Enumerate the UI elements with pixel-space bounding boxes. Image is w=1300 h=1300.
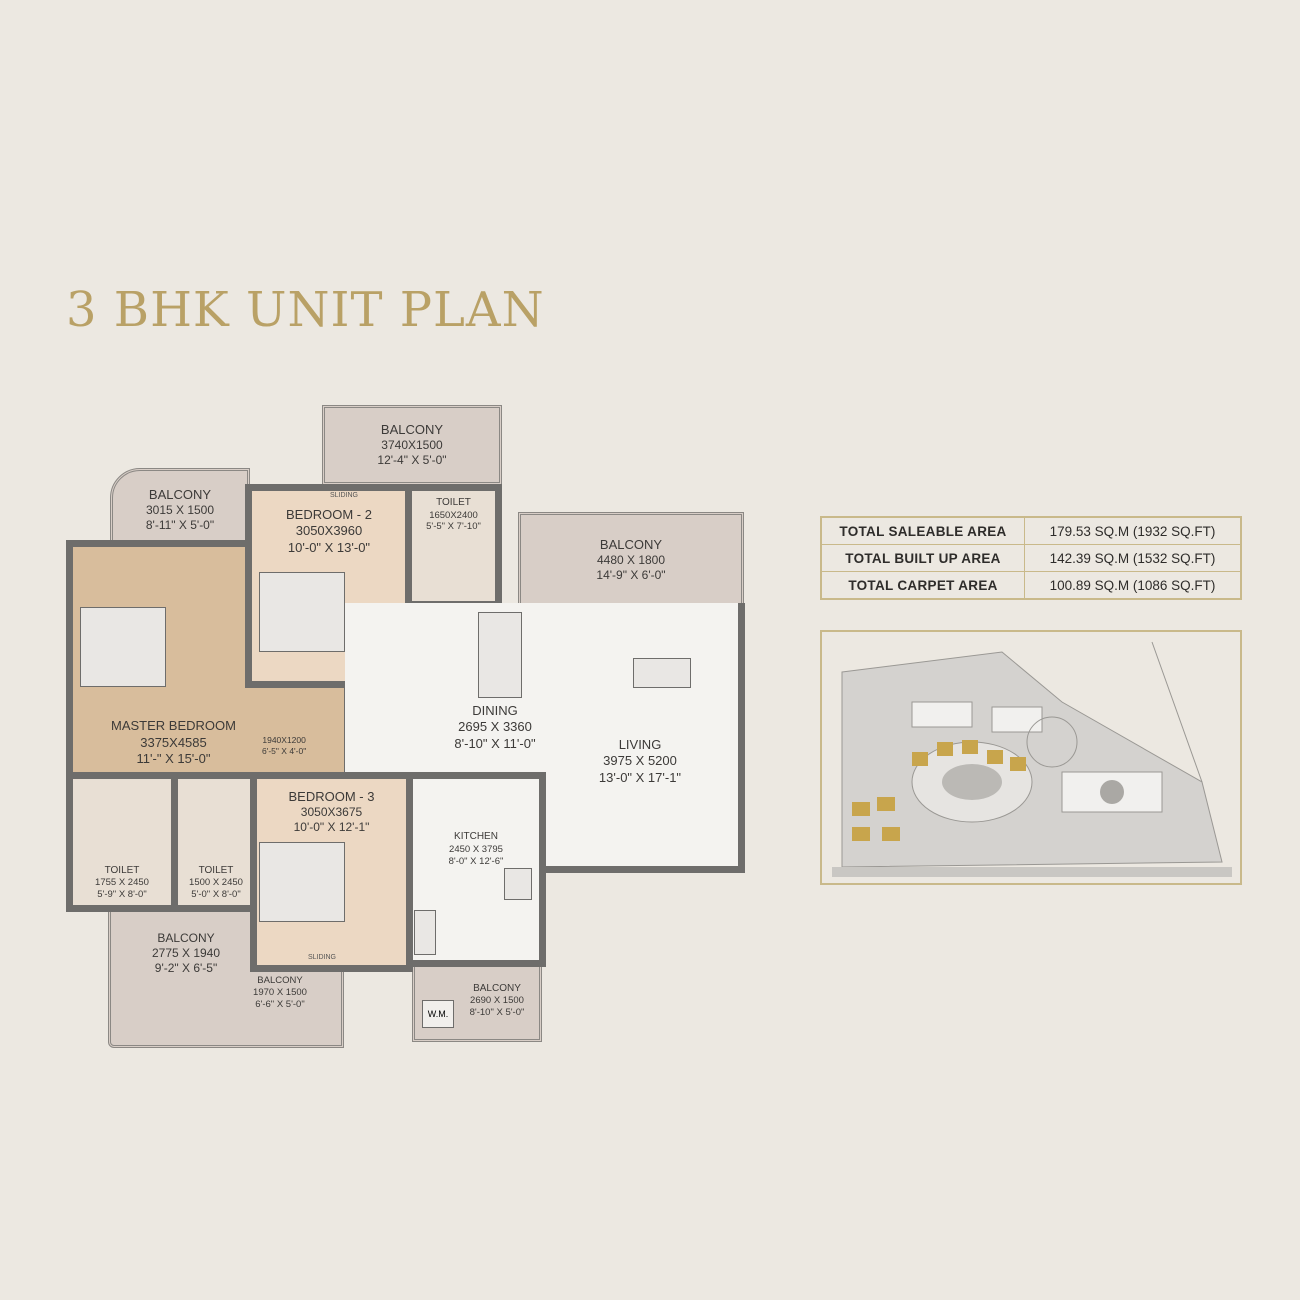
room-mm: 3050X3960: [295, 523, 363, 539]
site-plan-image: [832, 641, 1232, 877]
room-ft: 6'-6" X 5'-0": [255, 998, 305, 1010]
dining-label: DINING 2695 X 3360 8'-10" X 11'-0": [420, 703, 570, 752]
toilet-top: TOILET 1650X2400 5'-5" X 7'-10": [405, 484, 502, 608]
bed-icon: [259, 572, 345, 652]
area-value: 179.53 SQ.M (1932 SQ.FT): [1024, 516, 1242, 545]
room-name: MASTER BEDROOM: [111, 718, 236, 734]
room-ft: 5'-0" X 8'-0": [191, 889, 241, 901]
room-name: BALCONY: [157, 931, 215, 945]
room-name: BALCONY: [473, 982, 521, 994]
room-name: LIVING: [618, 737, 662, 752]
room-name: BALCONY: [599, 536, 663, 552]
room-mm: 1650X2400: [429, 509, 478, 521]
room-ft: 6'-5" X 4'-0": [262, 746, 307, 757]
room-ft: 10'-0" X 13'-0": [287, 539, 371, 555]
sliding-label: SLIDING: [308, 954, 337, 961]
room-ft: 11'-" X 15'-0": [136, 750, 211, 766]
sink-icon: [414, 910, 436, 955]
room-mm: 1940X1200: [262, 735, 306, 745]
stove-icon: [504, 868, 532, 900]
room-ft: 8'-10" X 5'-0": [469, 1007, 525, 1019]
page-title: 3 BHK UNIT PLAN: [66, 282, 545, 338]
room-name: DINING: [472, 703, 518, 718]
room-ft: 8'-10" X 11'-0": [454, 735, 536, 751]
room-mm: 3050X3675: [300, 805, 363, 820]
balcony-top: BALCONY 3740X1500 12'-4" X 5'-0": [322, 405, 502, 485]
room-mm: 2450 X 3795: [449, 843, 503, 855]
room-mm: 3015 X 1500: [145, 503, 215, 518]
room-name: TOILET: [198, 864, 234, 876]
area-value: 142.39 SQ.M (1532 SQ.FT): [1024, 544, 1242, 572]
sliding-label: SLIDING: [330, 492, 359, 499]
room-name: BALCONY: [148, 486, 212, 502]
room-ft: 12'-4" X 5'-0": [377, 453, 447, 468]
room-ft: 13'-0" X 17'-1": [598, 769, 682, 785]
toilet-1: TOILET 1755 X 2450 5'-9" X 8'-0": [66, 772, 178, 912]
room-ft: 14'-9" X 6'-0": [596, 568, 666, 583]
room-ft: 9'-2" X 6'-5": [154, 961, 218, 975]
room-name: TOILET: [436, 497, 471, 508]
area-label: TOTAL SALEABLE AREA: [820, 516, 1025, 545]
room-name: BEDROOM - 2: [286, 507, 372, 522]
dining-table: [478, 612, 522, 698]
room-mm: 4480 X 1800: [596, 553, 666, 568]
room-mm: 3375X4585: [140, 734, 207, 750]
toilet-2: TOILET 1500 X 2450 5'-0" X 8'-0": [171, 772, 261, 912]
room-name: KITCHEN: [454, 831, 498, 843]
room-mm: 2775 X 1940: [151, 946, 221, 960]
room-ft: 5'-9" X 8'-0": [97, 889, 147, 901]
room-name: BALCONY: [380, 421, 444, 437]
room-name: BALCONY: [257, 975, 303, 986]
room-name: TOILET: [104, 864, 140, 876]
balcony-bottom-middle: BALCONY 1970 X 1500 6'-6" X 5'-0": [240, 975, 320, 1045]
area-label: TOTAL BUILT UP AREA: [820, 544, 1025, 572]
room-ft: 10'-0" X 12'-1": [293, 820, 370, 835]
room-mm: 1755 X 2450: [95, 877, 149, 889]
washing-machine: W.M.: [422, 1000, 454, 1028]
bed-icon: [80, 607, 166, 687]
dress-area: 1940X1200 6'-5" X 4'-0": [262, 735, 306, 757]
room-mm: 3975 X 5200: [603, 753, 677, 769]
room-mm: 2690 X 1500: [470, 995, 524, 1007]
room-ft: 5'-5" X 7'-10": [426, 521, 481, 533]
area-label: TOTAL CARPET AREA: [820, 571, 1025, 600]
site-plan-key: [820, 630, 1242, 885]
area-value: 100.89 SQ.M (1086 SQ.FT): [1024, 571, 1242, 600]
room-mm: 3740X1500: [381, 438, 443, 453]
living-label: LIVING 3975 X 5200 13'-0" X 17'-1": [565, 737, 715, 786]
bed-icon: [259, 842, 345, 922]
room-name: BEDROOM - 3: [288, 789, 375, 804]
room-mm: 1970 X 1500: [253, 986, 307, 998]
room-ft: 8'-11" X 5'-0": [145, 518, 215, 533]
coffee-table: [633, 658, 691, 688]
room-ft: 8'-0" X 12'-6": [448, 855, 504, 867]
room-mm: 1500 X 2450: [189, 877, 243, 889]
room-mm: 2695 X 3360: [458, 719, 532, 735]
balcony-right: BALCONY 4480 X 1800 14'-9" X 6'-0": [518, 512, 744, 608]
